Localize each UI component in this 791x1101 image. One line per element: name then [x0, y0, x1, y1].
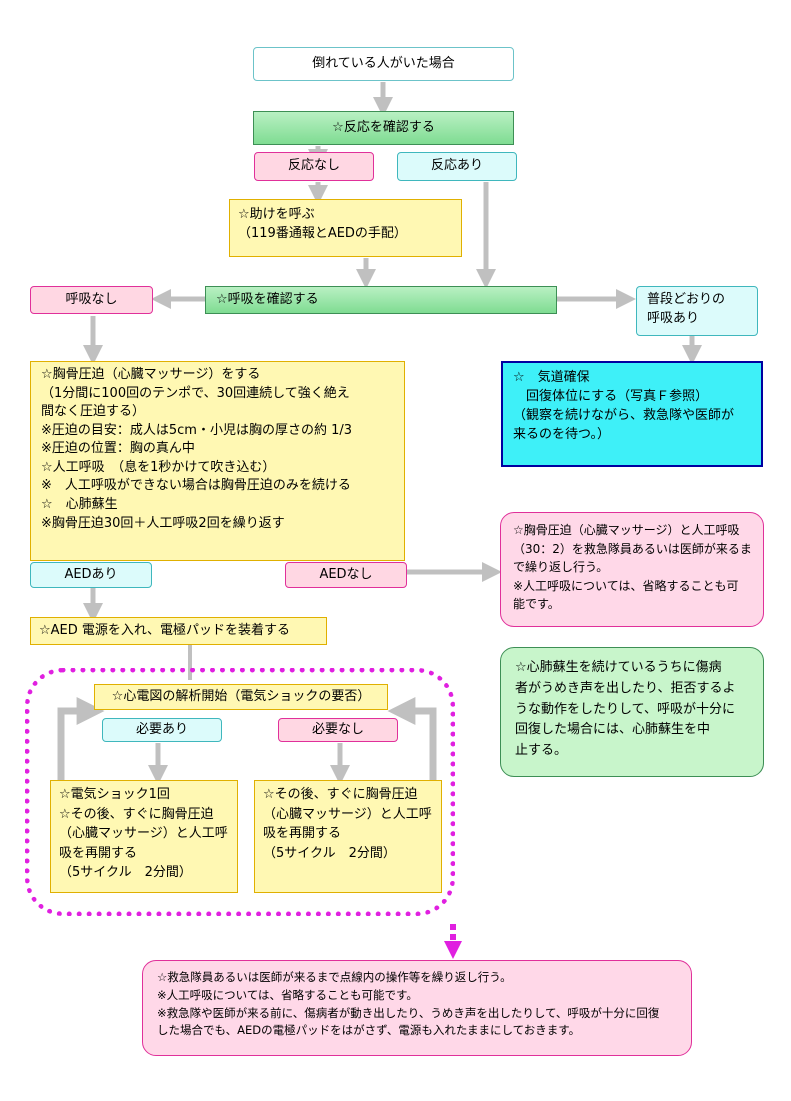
has-response-box: 反応あり — [397, 152, 517, 181]
shock-needed-box: 必要あり — [102, 718, 222, 742]
no-response-box: 反応なし — [254, 152, 374, 181]
no-aed-note-box: ☆胸骨圧迫（心臓マッサージ）と人工呼吸（30：2）を救急隊員あるいは医師が来るま… — [500, 512, 764, 627]
aed-no-box: AEDなし — [285, 562, 407, 588]
no-breathing-box: 呼吸なし — [30, 286, 153, 314]
aed-yes-box: AEDあり — [30, 562, 152, 588]
ecg-box: ☆心電図の解析開始（電気ショックの要否） — [94, 684, 388, 710]
airway-box: ☆ 気道確保 回復体位にする（写真Ｆ参照）（観察を続けながら、救急隊や医師が来る… — [501, 361, 763, 467]
no-shock-action-box: ☆その後、すぐに胸骨圧迫（心臓マッサージ）と人工呼吸を再開する（5サイクル 2分… — [254, 780, 442, 893]
repeat-region-border — [25, 668, 455, 916]
cpr-box: ☆胸骨圧迫（心臓マッサージ）をする（1分間に100回のテンポで、30回連続して強… — [30, 361, 405, 561]
call-help-box: ☆助けを呼ぶ（119番通報とAEDの手配） — [229, 199, 462, 257]
final-note-box: ☆救急隊員あるいは医師が来るまで点線内の操作等を繰り返し行う。※人工呼吸について… — [142, 960, 692, 1056]
check-response-box: ☆反応を確認する — [253, 111, 514, 145]
aed-power-box: ☆AED 電源を入れ、電極パッドを装着する — [30, 617, 327, 645]
stop-cpr-box: ☆心肺蘇生を続けているうちに傷病者がうめき声を出したり、拒否するような動作をした… — [500, 647, 764, 777]
shock-action-box: ☆電気ショック1回☆その後、すぐに胸骨圧迫（心臓マッサージ）と人工呼吸を再開する… — [50, 780, 238, 893]
check-breathing-box: ☆呼吸を確認する — [205, 286, 557, 314]
shock-not-needed-box: 必要なし — [278, 718, 398, 742]
start-box: 倒れている人がいた場合 — [253, 47, 514, 81]
normal-breathing-box: 普段どおりの呼吸あり — [636, 286, 758, 336]
